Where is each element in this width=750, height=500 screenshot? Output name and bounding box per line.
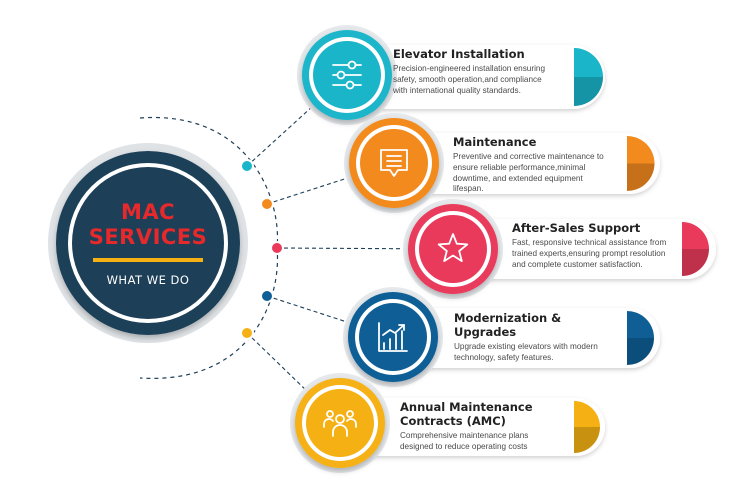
connector-line — [266, 176, 352, 205]
card-cap-bottom — [574, 427, 600, 453]
connector-line — [246, 104, 315, 167]
connector-dot — [260, 289, 274, 303]
card-title: After-Sales Support — [512, 221, 641, 235]
icon-core — [359, 303, 427, 371]
sliders-icon — [332, 60, 362, 90]
card-description: Precision-engineered installation ensuri… — [393, 64, 546, 95]
service-card — [403, 199, 716, 299]
connector-dot — [240, 326, 254, 340]
card-description: Upgrade existing elevators with modern t… — [454, 342, 598, 362]
connector-line — [266, 295, 351, 324]
icon-core — [419, 215, 487, 283]
card-title: Elevator Installation — [393, 47, 525, 61]
card-title: Maintenance — [453, 135, 537, 149]
connector-dot — [260, 197, 274, 211]
card-pill — [384, 133, 660, 194]
card-cap-top — [627, 136, 655, 164]
card-title: Modernization & Upgrades — [454, 311, 562, 339]
hub-subtitle: WHAT WE DO — [106, 273, 190, 287]
connector-dot — [270, 241, 284, 255]
hub-title: MAC SERVICES — [60, 200, 236, 250]
message-icon — [380, 149, 408, 177]
icon-core — [360, 129, 428, 197]
service-card — [344, 113, 660, 213]
connector-line — [276, 247, 409, 250]
card-description: Fast, responsive technical assistance fr… — [512, 238, 667, 269]
card-cap-bottom — [627, 163, 655, 191]
hub-title-line1: MAC — [120, 200, 176, 224]
card-cap-top — [627, 311, 654, 338]
service-card — [343, 287, 660, 387]
hub-divider — [93, 258, 203, 262]
card-cap-top — [574, 401, 600, 427]
card-cap-bottom — [682, 249, 709, 276]
card-cap-top — [574, 48, 603, 77]
hub-circle — [48, 143, 248, 343]
card-description: Preventive and corrective maintenance to… — [453, 152, 604, 194]
card-title: Annual Maintenance Contracts (AMC) — [400, 400, 533, 428]
card-pill — [443, 219, 716, 279]
card-cap-bottom — [627, 338, 654, 365]
bar-chart-icon — [378, 322, 408, 352]
hub-title-line2: SERVICES — [88, 225, 208, 249]
card-pill — [383, 308, 660, 368]
connector-lines — [139, 104, 409, 393]
connector-line — [246, 332, 309, 393]
hub-core — [72, 167, 224, 319]
team-icon — [323, 410, 357, 437]
card-pill — [337, 45, 605, 109]
service-card — [297, 25, 605, 125]
service-card — [290, 373, 605, 473]
card-text: Annual Maintenance Contracts (AMC) Compre… — [400, 400, 550, 453]
connector-dot — [240, 159, 254, 173]
service-cards — [290, 25, 716, 473]
card-cap-top — [682, 222, 709, 249]
card-description: Comprehensive maintenance plans designed… — [400, 431, 529, 451]
card-cap-bottom — [574, 77, 603, 106]
star-icon — [437, 233, 469, 263]
card-pill — [330, 398, 605, 456]
